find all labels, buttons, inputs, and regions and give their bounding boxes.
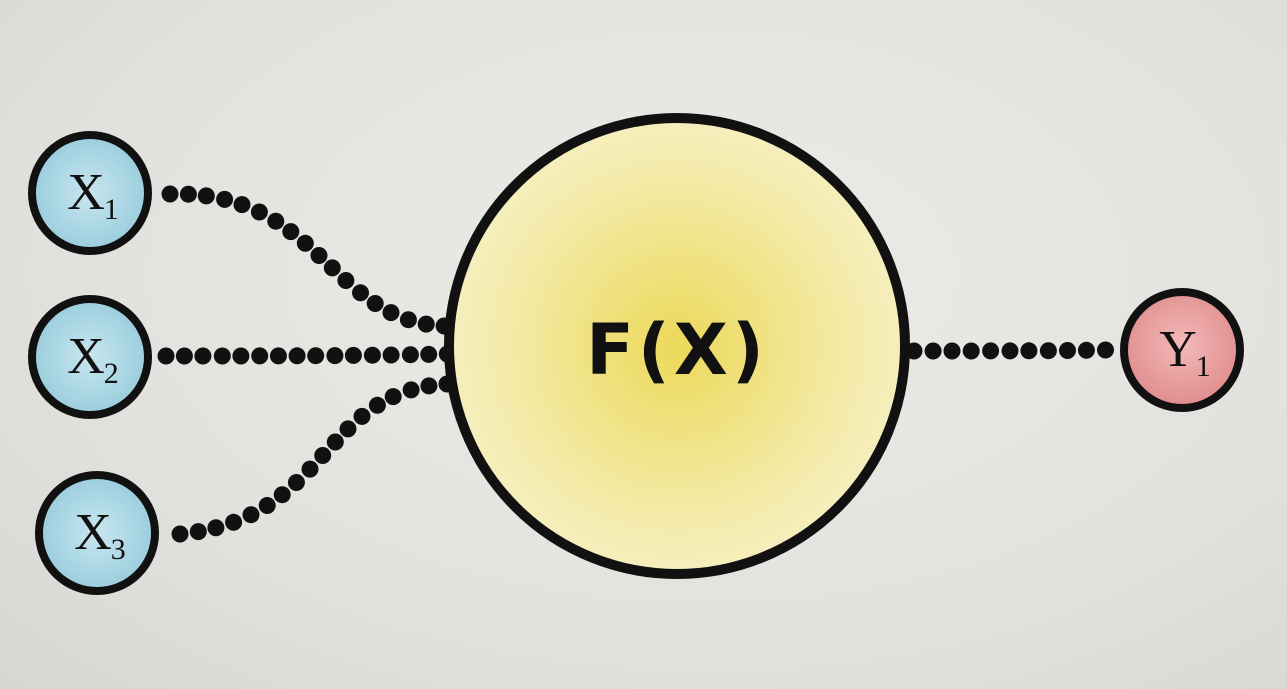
input-label-x1: X1: [67, 164, 119, 225]
input-letter: X: [67, 328, 105, 385]
connection-dot: [401, 346, 419, 364]
connection-dot: [189, 523, 207, 541]
input-label-x3: X3: [74, 504, 126, 565]
connection-dot: [420, 377, 438, 395]
connection-dot: [179, 185, 197, 203]
connection-dot: [301, 460, 319, 478]
connection-dot: [296, 234, 314, 252]
connection-dot: [233, 196, 251, 214]
connection-dot: [287, 474, 305, 491]
connection-dot: [258, 497, 276, 514]
connection-dot: [323, 259, 341, 277]
input-subscript: 2: [103, 357, 119, 390]
connection-dot: [353, 407, 371, 425]
connection-dot: [161, 185, 179, 203]
output-label-y1: Y1: [1159, 321, 1211, 382]
connection-dot: [382, 304, 400, 322]
connection-dot: [352, 284, 369, 302]
connection-dot: [1020, 342, 1038, 360]
connection-dot: [366, 295, 384, 312]
connection-dot: [157, 347, 175, 365]
connection-dot: [382, 346, 400, 364]
connection-dot: [1001, 342, 1019, 360]
input-node-x3: [35, 471, 159, 595]
function-node: [444, 113, 910, 579]
connection-dot: [213, 347, 231, 365]
connection-dot: [307, 347, 325, 365]
connection-dot: [1039, 342, 1057, 360]
connection-dot: [982, 342, 1000, 360]
connection-dot: [242, 506, 260, 524]
input-node-x2: [28, 295, 152, 419]
connection-dot: [207, 519, 225, 537]
input-node-x1: [28, 131, 152, 255]
connection-dot: [417, 315, 435, 333]
connection-dot: [344, 346, 362, 364]
connection-dot: [384, 388, 402, 406]
connection-dot: [962, 342, 980, 360]
input-subscript: 1: [103, 193, 119, 226]
connection-x3-to-fx: [171, 375, 456, 543]
connection-dot: [402, 381, 420, 399]
connection-x1-to-fx: [161, 185, 453, 335]
input-subscript: 3: [110, 533, 126, 566]
connection-dot: [326, 347, 344, 365]
connection-dot: [363, 346, 381, 364]
connection-fx-to-y1: [905, 341, 1114, 360]
connection-dot: [1059, 342, 1076, 359]
connection-dot: [288, 347, 306, 365]
connection-dot: [251, 347, 269, 365]
connection-dot: [339, 420, 357, 438]
connection-dot: [924, 342, 942, 360]
connection-dot: [1097, 341, 1114, 359]
connection-dot: [1077, 341, 1095, 359]
connection-dot: [269, 347, 287, 365]
connection-dot: [194, 347, 212, 365]
connection-dot: [399, 311, 417, 329]
output-node-y1: [1120, 288, 1244, 412]
connection-dot: [368, 396, 386, 414]
connection-dot: [314, 447, 332, 464]
connection-dot: [337, 272, 355, 289]
connection-dot: [171, 525, 189, 543]
connection-dot: [420, 345, 438, 363]
connection-dot: [197, 187, 215, 205]
connection-dot: [326, 433, 344, 451]
output-letter: Y: [1159, 321, 1197, 378]
connection-dot: [216, 190, 234, 208]
connection-dot: [273, 486, 291, 504]
input-letter: X: [67, 164, 105, 221]
connection-dot: [267, 212, 285, 230]
connection-dot: [282, 223, 300, 241]
output-subscript: 1: [1195, 350, 1211, 383]
input-label-x2: X2: [67, 328, 119, 389]
connection-dot: [310, 247, 328, 264]
connection-dot: [232, 347, 250, 365]
connection-dot: [175, 347, 193, 365]
connection-dot: [250, 203, 268, 221]
function-label: F(X): [586, 309, 768, 391]
connection-x2-to-fx: [157, 345, 456, 365]
connection-dot: [225, 513, 243, 531]
input-letter: X: [74, 504, 112, 561]
connection-dot: [943, 342, 961, 360]
